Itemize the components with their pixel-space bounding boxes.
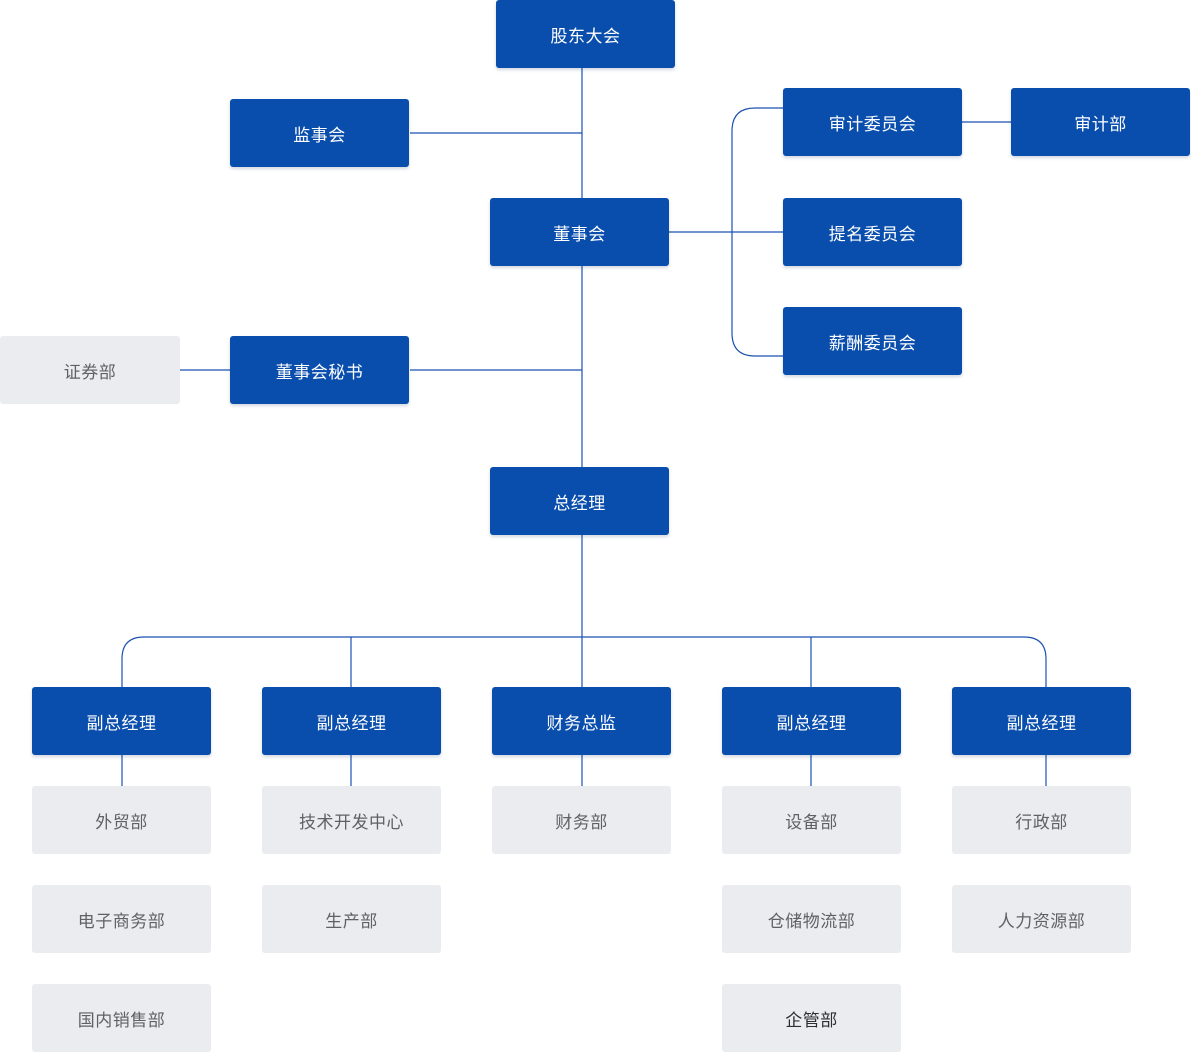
node-nomination-committee: 提名委员会 [783,198,962,266]
node-supervisors: 监事会 [230,99,409,167]
node-vp-2: 副总经理 [262,687,441,755]
node-admin-dept: 行政部 [952,786,1131,854]
node-board: 董事会 [490,198,669,266]
node-cfo: 财务总监 [492,687,671,755]
node-audit-dept: 审计部 [1011,88,1190,156]
connector-vp-bracket [121,636,1047,687]
node-audit-committee: 审计委员会 [783,88,962,156]
node-logistics-dept: 仓储物流部 [722,885,901,953]
node-vp-3: 副总经理 [722,687,901,755]
node-tech-center: 技术开发中心 [262,786,441,854]
node-vp-4: 副总经理 [952,687,1131,755]
node-vp-1: 副总经理 [32,687,211,755]
node-board-secretary: 董事会秘书 [230,336,409,404]
node-finance-dept: 财务部 [492,786,671,854]
connector-committee-bracket [731,107,783,357]
node-compensation-committee: 薪酬委员会 [783,307,962,375]
node-domestic-sales-dept: 国内销售部 [32,984,211,1052]
node-enterprise-mgmt-dept: 企管部 [722,984,901,1052]
node-general-manager: 总经理 [490,467,669,535]
node-foreign-trade-dept: 外贸部 [32,786,211,854]
node-ecommerce-dept: 电子商务部 [32,885,211,953]
node-shareholders: 股东大会 [496,0,675,68]
node-securities-dept: 证券部 [0,336,180,404]
node-production-dept: 生产部 [262,885,441,953]
node-equipment-dept: 设备部 [722,786,901,854]
node-hr-dept: 人力资源部 [952,885,1131,953]
